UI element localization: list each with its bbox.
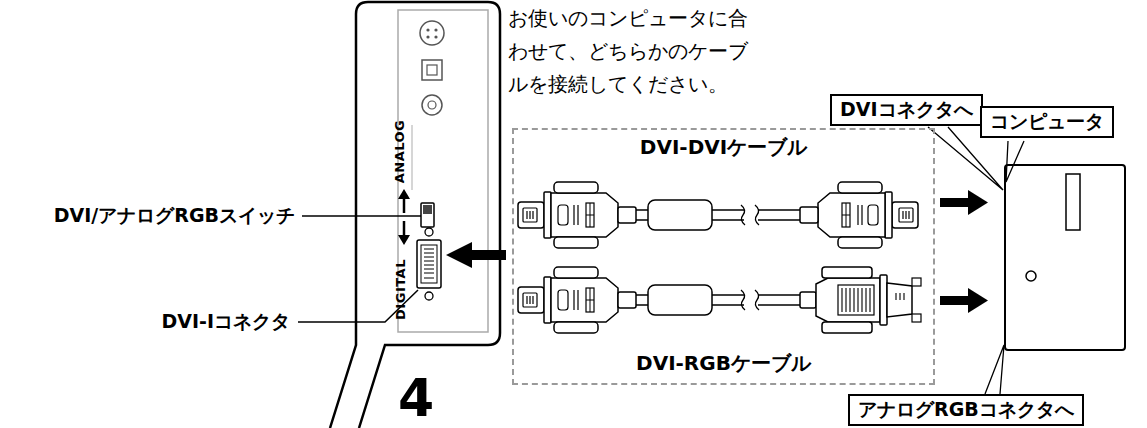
instruction-note-wrap: お使いのコンピュータに合わせて、どちらかのケーブルを接続してください。	[508, 2, 754, 101]
part-label: DVI-Iコネクタ	[161, 309, 290, 335]
callout-text: DVIコネクタへ	[840, 97, 973, 123]
cable-name: DVI-RGBケーブル	[636, 350, 811, 377]
callout-box: DVIコネクタへ	[830, 94, 983, 126]
callout-text: コンピュータ	[990, 109, 1104, 135]
cable-group: DVI-DVIケーブル DVI-RGBケーブル	[512, 128, 935, 385]
step-number-wrap: 4	[398, 372, 434, 424]
cable-name: DVI-DVIケーブル	[640, 134, 807, 161]
part-label: DVI/アナログRGBスイッチ	[54, 203, 295, 229]
callout-box: アナログRGBコネクタへ	[848, 394, 1084, 426]
callout-text: アナログRGBコネクタへ	[858, 397, 1074, 423]
panel-marking: ANALOG	[392, 119, 407, 183]
panel-marking: DIGITAL	[393, 259, 408, 320]
instruction-note: お使いのコンピュータに合わせて、どちらかのケーブルを接続してください。	[508, 2, 754, 101]
callout-box: コンピュータ	[980, 106, 1114, 138]
step-number: 4	[398, 372, 434, 424]
part-label-wrap: DVI-Iコネクタ	[161, 309, 290, 335]
panel-marking-wrap: DIGITAL	[393, 259, 408, 320]
panel-marking-wrap: ANALOG	[392, 119, 407, 183]
part-label-wrap: DVI/アナログRGBスイッチ	[54, 203, 295, 229]
